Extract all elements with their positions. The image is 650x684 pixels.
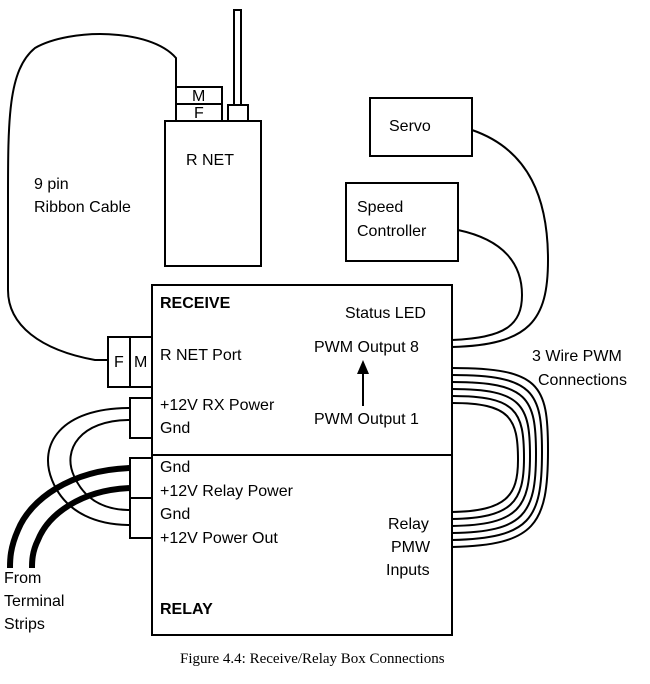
terminal-wire-1 <box>7 465 131 569</box>
relay-power-connector <box>129 457 153 499</box>
rx-power-loop-outer <box>47 407 131 526</box>
rnet-label: R NET <box>186 152 234 169</box>
ribbon-cable <box>7 33 177 361</box>
rnet-port-m-label: M <box>134 354 147 371</box>
rx-power-label: +12V RX Power <box>160 397 275 414</box>
relay-power-label: +12V Relay Power <box>160 483 294 500</box>
terminal-label-line2: Terminal <box>4 593 64 610</box>
speed-controller-label-line2: Controller <box>357 223 427 240</box>
power-out-label: +12V Power Out <box>160 530 278 547</box>
relay-inputs-line1: Relay <box>388 516 429 533</box>
pwm-connections-line2: Connections <box>538 372 627 389</box>
rnet-device <box>164 120 262 267</box>
pwm-output-8-label: PWM Output 8 <box>314 339 419 356</box>
relay-inputs-line2: PMW <box>391 539 431 556</box>
relay-title: RELAY <box>160 601 213 618</box>
rnet-port-label: R NET Port <box>160 347 242 364</box>
pwm-connections-line1: 3 Wire PWM <box>532 348 622 365</box>
power-out-connector <box>129 497 153 539</box>
status-led-label: Status LED <box>345 305 426 322</box>
pwm-output-1-label: PWM Output 1 <box>314 411 419 428</box>
speed-controller-label-line1: Speed <box>357 199 403 216</box>
terminal-label-line1: From <box>4 570 41 587</box>
pwm-arrow-head <box>357 360 369 374</box>
receive-title: RECEIVE <box>160 295 231 312</box>
cable-label-line1: 9 pin <box>34 176 69 193</box>
rnet-antenna <box>233 9 242 106</box>
terminal-label-line3: Strips <box>4 616 45 633</box>
terminal-wire-2 <box>29 485 131 569</box>
speed-controller-box <box>345 182 459 262</box>
servo-label: Servo <box>389 118 431 135</box>
relay-inputs-line3: Inputs <box>386 562 430 579</box>
rx-power-loop-inner <box>69 419 131 511</box>
rnet-port-f-label: F <box>114 354 124 371</box>
servo-wire <box>451 129 550 348</box>
rnet-antenna-base <box>227 104 249 123</box>
rx-power-connector <box>129 397 153 439</box>
rx-gnd-label: Gnd <box>160 420 190 437</box>
rnet-connector-f-label: F <box>194 105 204 122</box>
rnet-connector-m-label: M <box>192 88 205 105</box>
cable-label-line2: Ribbon Cable <box>34 199 131 216</box>
relay-gnd-2-label: Gnd <box>160 506 190 523</box>
servo-box <box>369 97 473 157</box>
receive-relay-box <box>151 284 453 636</box>
figure-caption: Figure 4.4: Receive/Relay Box Connection… <box>180 651 445 667</box>
speed-controller-wire <box>451 229 524 341</box>
rnet-port-m <box>129 336 153 388</box>
relay-gnd-1-label: Gnd <box>160 459 190 476</box>
pwm-connection-loops <box>451 367 550 548</box>
